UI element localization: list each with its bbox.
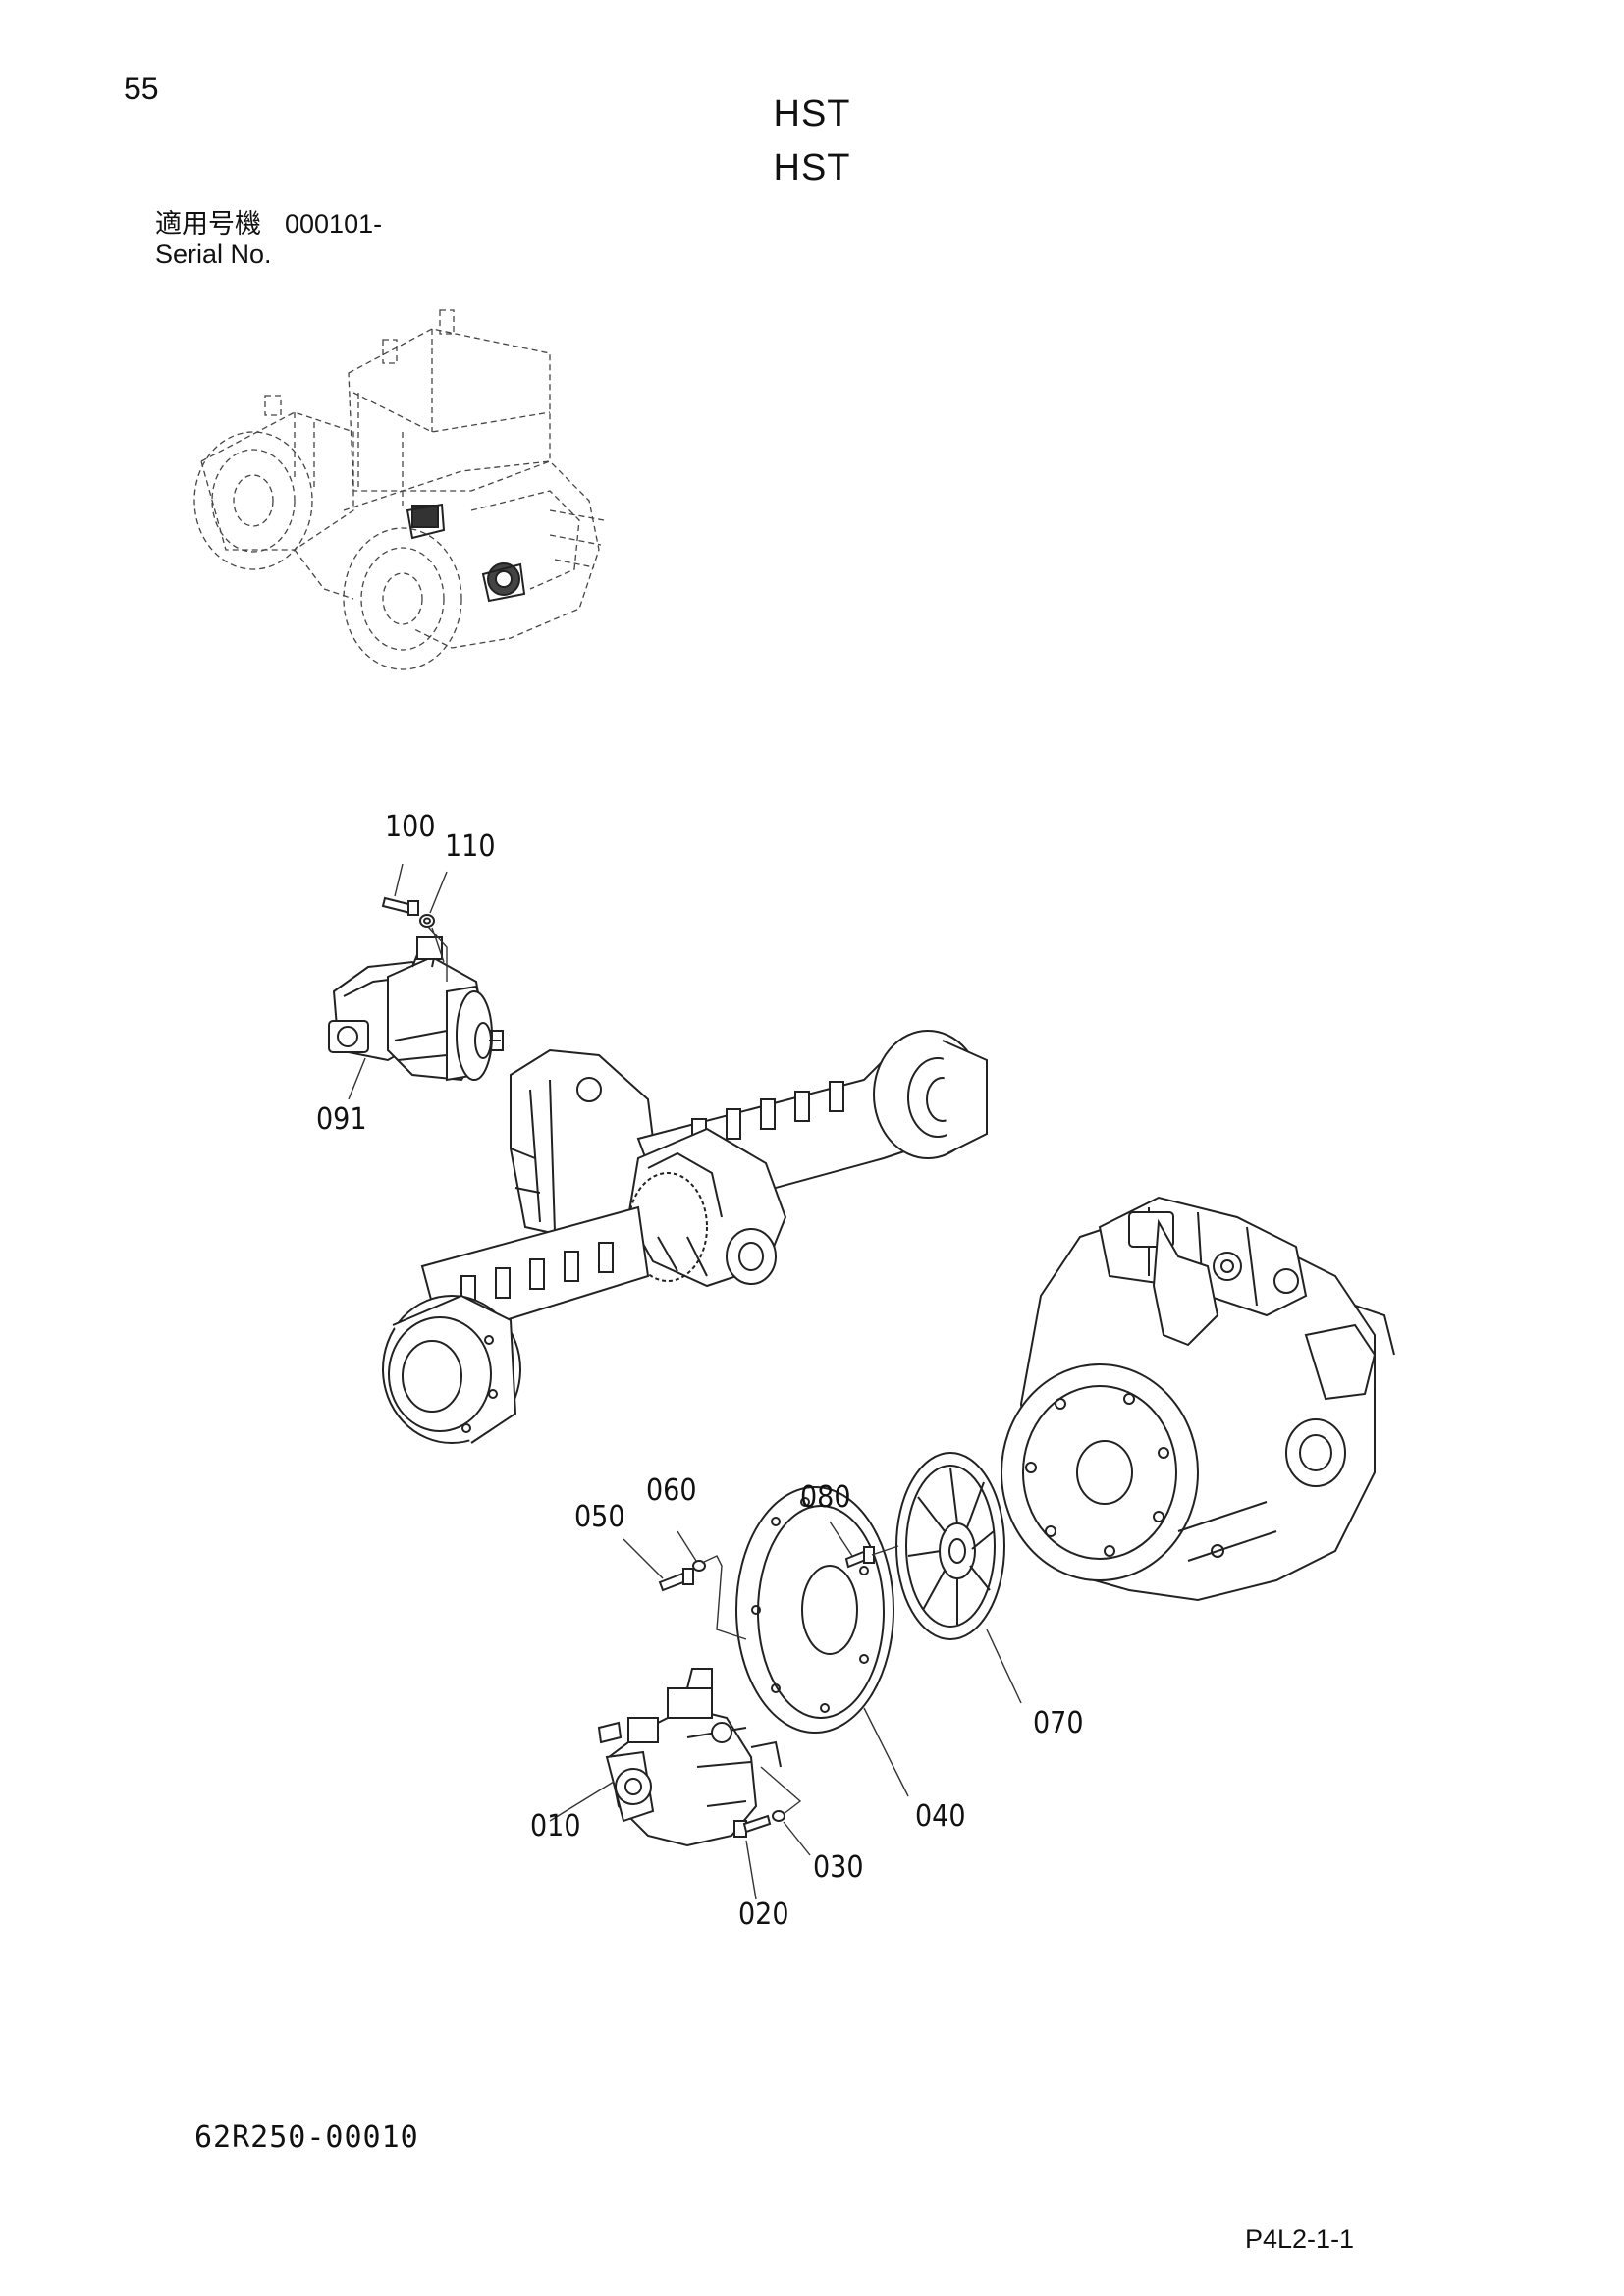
callout-100: 100: [385, 810, 436, 844]
machine-overview-illustration: [193, 309, 605, 670]
bolt-080: [829, 1521, 899, 1569]
engine-assembly: [1001, 1196, 1395, 1602]
serial-label-en: Serial No.: [155, 240, 272, 269]
callout-060: 060: [646, 1473, 697, 1508]
callout-010: 010: [530, 1809, 581, 1843]
sheet-reference: P4L2-1-1: [1245, 2224, 1355, 2254]
serial-label-jp-row: 適用号機 000101-: [155, 202, 382, 240]
callout-110: 110: [445, 829, 496, 864]
page-title-en: HST: [773, 147, 851, 188]
bolt-050-washer-060: [623, 1530, 747, 1640]
axle-assembly: [382, 1030, 988, 1444]
callout-050: 050: [574, 1500, 625, 1534]
callout-040: 040: [915, 1799, 966, 1834]
callout-020: 020: [738, 1897, 789, 1932]
coupling-disc-070: [895, 1452, 1005, 1640]
callout-070: 070: [1033, 1706, 1084, 1740]
callout-091: 091: [316, 1102, 367, 1137]
page-title-jp: HST: [773, 93, 851, 134]
callout-080: 080: [800, 1480, 851, 1515]
travel-motor-assembly: [328, 863, 504, 1100]
bolt-020-washer-030: [733, 1766, 811, 1900]
page-number: 55: [124, 71, 159, 106]
serial-label-jp: 適用号機: [155, 209, 261, 239]
drawing-code: 62R250-00010: [194, 2120, 419, 2155]
hst-pump-010: [549, 1668, 782, 1847]
housing-plate-040: [735, 1486, 894, 1734]
callout-030: 030: [813, 1850, 864, 1885]
serial-value: 000101-: [285, 209, 383, 239]
